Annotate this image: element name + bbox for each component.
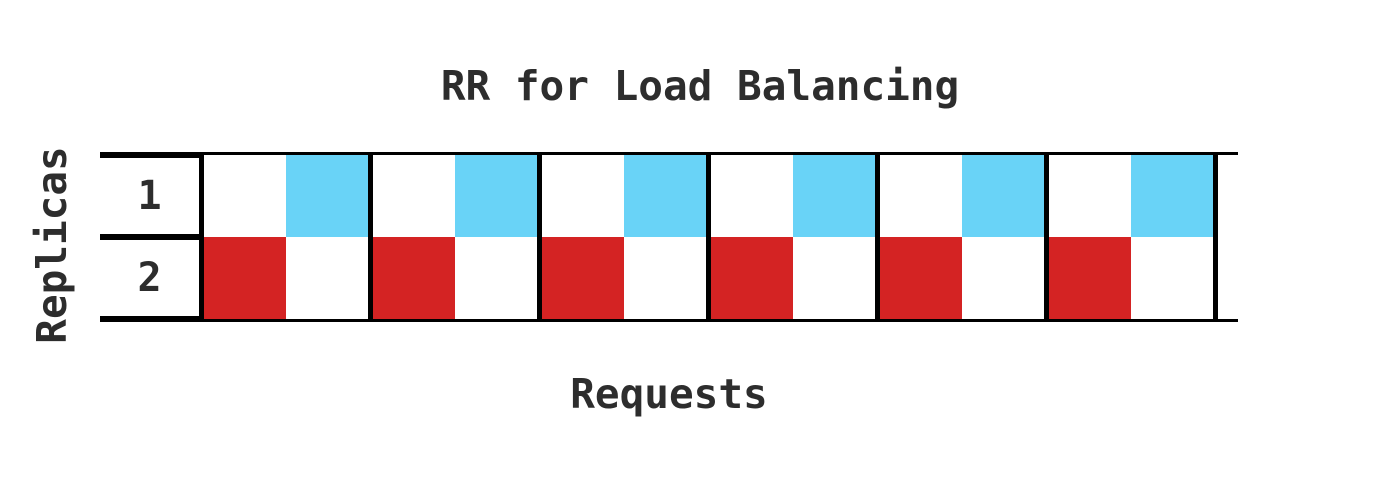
- request-cell[interactable]: [962, 155, 1044, 237]
- request-cell[interactable]: [1131, 155, 1213, 237]
- request-cell[interactable]: [455, 237, 537, 319]
- request-cell[interactable]: [880, 237, 962, 319]
- request-cell[interactable]: [1049, 237, 1131, 319]
- chart-title: RR for Load Balancing: [440, 62, 960, 110]
- chart-grid: 1 2: [100, 152, 1268, 322]
- x-axis-label: Requests: [570, 370, 768, 418]
- replica-row-2: 2: [100, 237, 1268, 319]
- y-axis-label-container: Replicas: [22, 130, 82, 360]
- request-cell[interactable]: [1218, 155, 1268, 237]
- row-label-2: 2: [100, 237, 204, 319]
- request-cell[interactable]: [1049, 155, 1131, 237]
- grid-line-bottom: [100, 316, 1238, 322]
- request-group-1[interactable]: [204, 155, 373, 237]
- request-group-6[interactable]: [1049, 237, 1218, 319]
- request-cell[interactable]: [1218, 237, 1268, 319]
- request-cell[interactable]: [373, 237, 455, 319]
- request-cell[interactable]: [204, 237, 286, 319]
- request-group-2[interactable]: [373, 155, 542, 237]
- request-group-4[interactable]: [711, 155, 880, 237]
- request-group-tail[interactable]: [1218, 155, 1268, 237]
- request-cell[interactable]: [793, 237, 875, 319]
- request-group-6[interactable]: [1049, 155, 1218, 237]
- y-axis-label: Replicas: [28, 146, 76, 344]
- request-cell[interactable]: [711, 237, 793, 319]
- replica-row-1: 1: [100, 155, 1268, 237]
- request-cell[interactable]: [455, 155, 537, 237]
- request-cell[interactable]: [286, 237, 368, 319]
- row-label-1: 1: [100, 155, 204, 237]
- request-cell[interactable]: [542, 155, 624, 237]
- request-group-5[interactable]: [880, 237, 1049, 319]
- request-group-tail[interactable]: [1218, 237, 1268, 319]
- request-cell[interactable]: [624, 155, 706, 237]
- request-group-3[interactable]: [542, 155, 711, 237]
- request-group-1[interactable]: [204, 237, 373, 319]
- request-cell[interactable]: [204, 155, 286, 237]
- request-group-4[interactable]: [711, 237, 880, 319]
- request-cell[interactable]: [711, 155, 793, 237]
- request-cell[interactable]: [1131, 237, 1213, 319]
- request-cell[interactable]: [793, 155, 875, 237]
- request-group-2[interactable]: [373, 237, 542, 319]
- request-cell[interactable]: [373, 155, 455, 237]
- request-cell[interactable]: [542, 237, 624, 319]
- request-cell[interactable]: [962, 237, 1044, 319]
- request-cell[interactable]: [624, 237, 706, 319]
- request-cell[interactable]: [286, 155, 368, 237]
- request-cell[interactable]: [880, 155, 962, 237]
- request-group-5[interactable]: [880, 155, 1049, 237]
- request-group-3[interactable]: [542, 237, 711, 319]
